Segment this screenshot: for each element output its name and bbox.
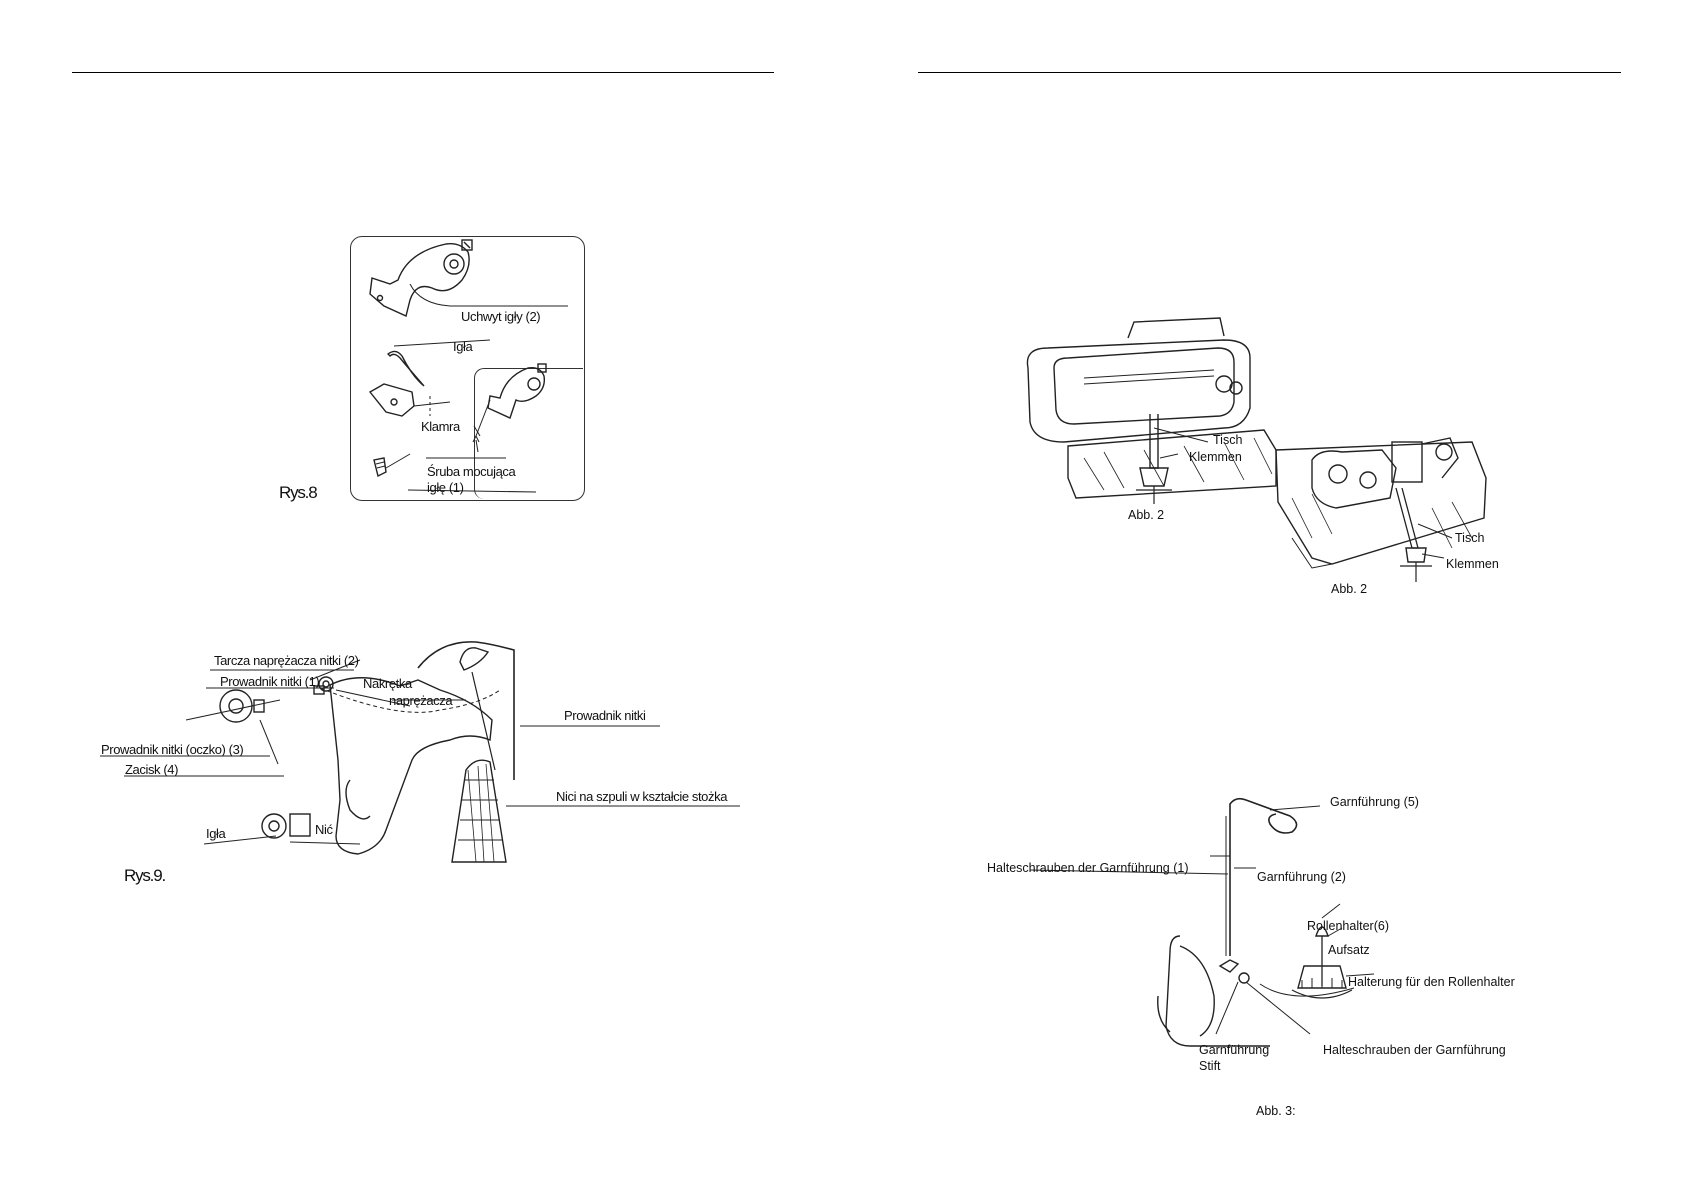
fig8-drawing (368, 239, 568, 493)
fig9-label-nut-line1: Nakrętka (363, 676, 412, 691)
abb2-left-caption: Abb. 2 (1128, 508, 1165, 522)
fig9-label-thread-guide-1: Prowadnik nitki (1) (220, 674, 320, 689)
abb3-label-guide5: Garnführung (5) (1330, 795, 1419, 809)
abb3-drawing (1029, 797, 1375, 1047)
abb3-label-holder-mount: Halterung für den Rollenhalter (1348, 975, 1515, 989)
fig9-label-clamp: Zacisk (4) (125, 762, 179, 777)
left-page-header-rule (72, 72, 774, 73)
abb2-right-caption: Abb. 2 (1331, 582, 1368, 596)
fig8-label-clamp: Klamra (421, 419, 460, 434)
fig9-label-cone-thread: Nici na szpuli w kształcie stożka (556, 789, 728, 804)
right-page-header-rule (918, 72, 1621, 73)
fig9-label-needle: Igła (206, 826, 226, 841)
fig9-caption: Rys.9. (124, 866, 166, 885)
abb3-label-attachment: Aufsatz (1328, 943, 1370, 957)
fig8-inset-frame (474, 368, 583, 499)
abb3-label-guide-pin-line2: Stift (1199, 1059, 1221, 1073)
fig8-caption: Rys.8 (279, 483, 318, 502)
abb2-left-drawing (1026, 317, 1277, 504)
abb2-right-drawing (1275, 437, 1487, 582)
abb2-right-label-table: Tisch (1455, 531, 1485, 545)
fig8-label-screw-line2: igłę (1) (427, 480, 464, 495)
fig9-label-thread-guide-eye: Prowadnik nitki (oczko) (3) (101, 742, 244, 757)
abb3-label-roll-holder: Rollenhalter(6) (1307, 919, 1389, 933)
fig9-drawing (100, 641, 740, 863)
abb2-left-label-clamps: Klemmen (1189, 450, 1242, 464)
abb3-label-holding-screws1: Halteschrauben der Garnführung (1) (987, 861, 1189, 875)
fig8-label-needle-holder: Uchwyt igły (2) (461, 309, 541, 324)
abb3-label-holding-screws: Halteschrauben der Garnführung (1323, 1043, 1506, 1057)
abb2-right-label-clamps: Klemmen (1446, 557, 1499, 571)
abb2-left-label-table: Tisch (1213, 433, 1243, 447)
abb3-caption: Abb. 3: (1256, 1104, 1296, 1118)
abb3-label-guide2: Garnführung (2) (1257, 870, 1346, 884)
fig8-label-screw-line1: Śruba mocująca (427, 464, 516, 479)
fig9-label-thread: Nić (315, 822, 333, 837)
fig8-label-needle: Igła (453, 339, 473, 354)
abb3-label-guide-pin-line1: Garnführung (1199, 1043, 1270, 1057)
fig9-label-nut-line2: naprężacza (389, 693, 453, 708)
fig9-label-thread-guide: Prowadnik nitki (564, 708, 646, 723)
fig9-label-tension-disc: Tarcza naprężacza nitki (2) (214, 653, 359, 668)
